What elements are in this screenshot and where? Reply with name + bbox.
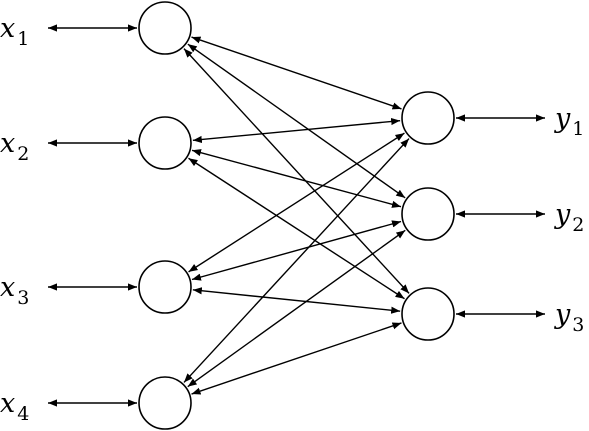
input-node-2 (138, 116, 192, 170)
output-node-1 (401, 91, 455, 145)
connection-left-1-right-3 (183, 48, 410, 294)
output-node-3 (401, 287, 455, 341)
connection-left-2-right-2 (191, 149, 402, 208)
input-node-3 (138, 260, 192, 314)
input-label-subscript-2: 2 (17, 143, 29, 165)
connection-left-4-right-1 (183, 138, 410, 383)
input-node-4 (138, 376, 192, 430)
output-node-2 (401, 187, 455, 241)
connection-left-1-right-2 (187, 43, 406, 199)
input-label-subscript-3: 3 (17, 287, 29, 309)
input-label-subscript-4: 4 (17, 403, 29, 425)
connection-left-1-right-1 (191, 36, 402, 110)
input-label-subscript-1: 1 (17, 28, 29, 50)
output-label-subscript-3: 3 (572, 314, 584, 336)
output-label-subscript-2: 2 (572, 214, 584, 236)
connection-left-4-right-3 (191, 322, 402, 395)
output-label-subscript-1: 1 (572, 118, 584, 140)
connection-left-2-right-1 (192, 117, 401, 144)
input-node-1 (138, 1, 192, 55)
